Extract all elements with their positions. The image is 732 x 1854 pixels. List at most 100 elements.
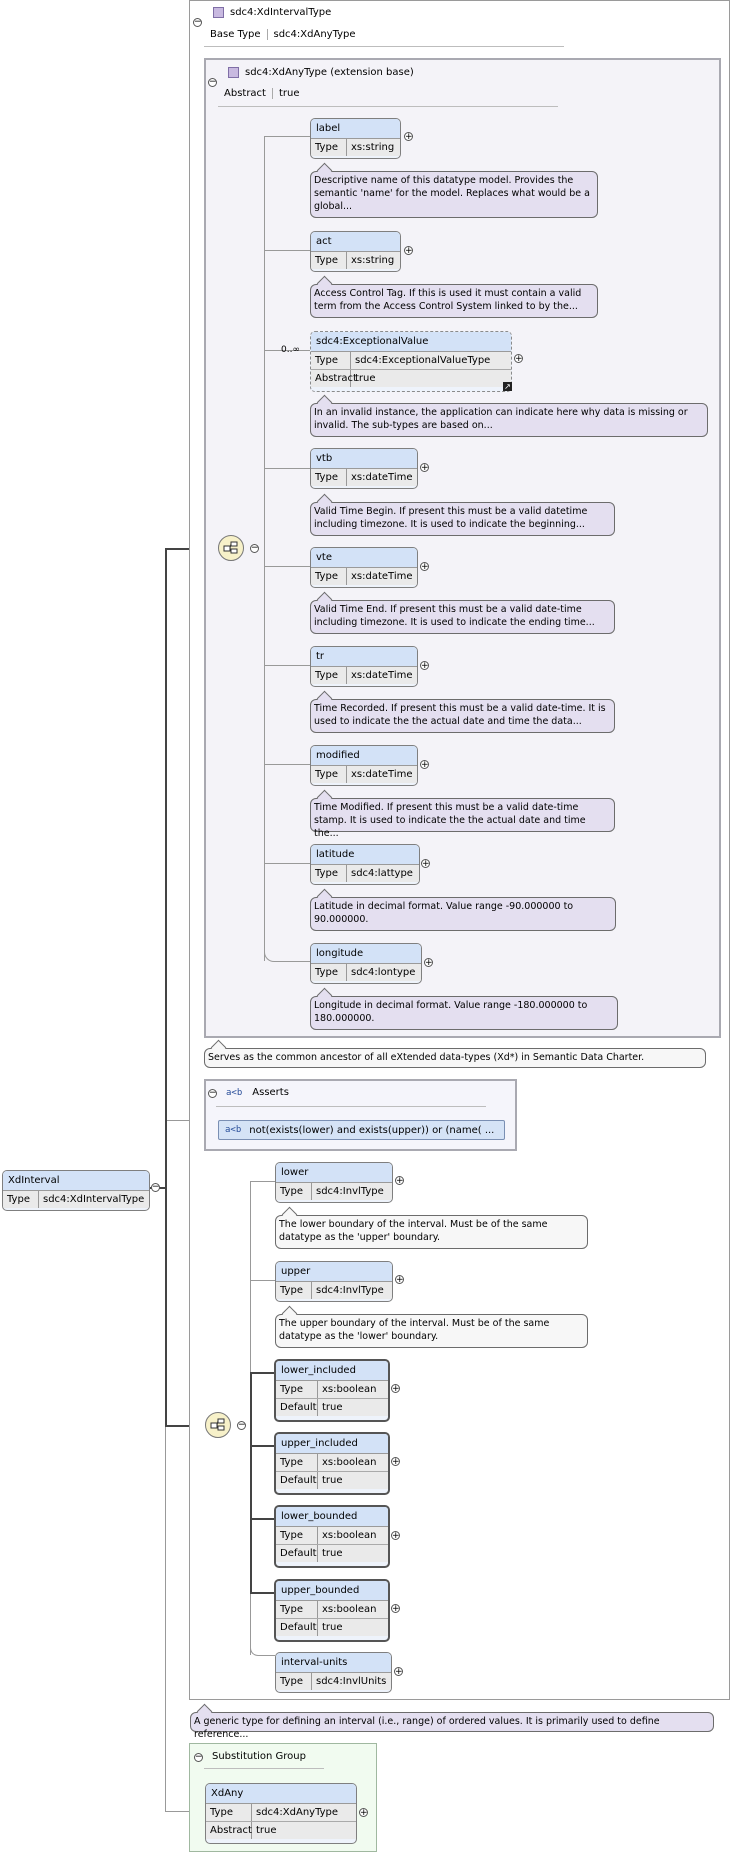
expand-icon[interactable]: +	[395, 1275, 404, 1285]
type-key: Type	[276, 1282, 312, 1299]
expand-icon[interactable]: +	[514, 354, 523, 364]
abstract-key: Abstract	[218, 88, 273, 99]
element-name: vtb	[311, 449, 417, 469]
default-key: Default	[276, 1472, 318, 1489]
root-element-name: XdInterval	[3, 1171, 149, 1191]
expand-icon[interactable]: +	[404, 132, 413, 142]
assert-item[interactable]: a<b not(exists(lower) and exists(upper))…	[218, 1120, 505, 1140]
default-value: true	[322, 1548, 343, 1559]
element-vte[interactable]: vte Type xs:dateTime	[310, 547, 418, 588]
doc-text: The upper boundary of the interval. Must…	[279, 1318, 550, 1342]
interval-type-collapse-icon[interactable]: −	[193, 17, 202, 27]
sequence-compositor-icon[interactable]	[205, 1412, 231, 1438]
default-key: Default	[276, 1545, 318, 1562]
abstract-value: true	[256, 1825, 277, 1836]
default-value: true	[322, 1622, 343, 1633]
element-documentation: In an invalid instance, the application …	[310, 394, 708, 437]
complex-type-icon	[213, 7, 224, 18]
element-documentation: Access Control Tag. If this is used it m…	[310, 275, 598, 318]
asserts-collapse-icon[interactable]: −	[208, 1088, 217, 1098]
element-documentation: Valid Time Begin. If present this must b…	[310, 493, 615, 536]
element-name: modified	[311, 746, 417, 766]
sequence-collapse-icon[interactable]: −	[250, 543, 259, 553]
type-value: xs:boolean	[322, 1457, 377, 1468]
substitution-link-icon[interactable]: ↗	[503, 382, 512, 391]
root-type-key: Type	[3, 1191, 39, 1208]
type-value: xs:boolean	[322, 1530, 377, 1541]
any-type-collapse-icon[interactable]: −	[208, 77, 217, 87]
doc-text: Time Modified. If present this must be a…	[314, 802, 586, 839]
root-element-xdinterval[interactable]: XdInterval Type sdc4:XdIntervalType	[2, 1170, 150, 1211]
element-documentation: Descriptive name of this datatype model.…	[310, 162, 598, 218]
type-key: Type	[311, 766, 347, 783]
root-collapse-icon[interactable]: −	[151, 1182, 160, 1192]
element-name: lower	[276, 1163, 392, 1183]
type-value: xs:dateTime	[351, 571, 413, 582]
doc-text: The lower boundary of the interval. Must…	[279, 1219, 548, 1243]
expand-icon[interactable]: +	[391, 1531, 400, 1541]
type-key: Type	[276, 1183, 312, 1200]
type-value: sdc4:XdAnyType	[256, 1807, 339, 1818]
doc-text: A generic type for defining an interval …	[194, 1716, 660, 1740]
expand-icon[interactable]: +	[421, 859, 430, 869]
any-type-panel	[204, 58, 721, 1038]
occurrence-label: 0..∞	[281, 345, 300, 355]
expand-icon[interactable]: +	[420, 562, 429, 572]
abstract-key: Abstract	[311, 370, 357, 387]
element-documentation: Time Recorded. If present this must be a…	[310, 690, 615, 733]
expand-icon[interactable]: +	[391, 1457, 400, 1467]
element-documentation: The upper boundary of the interval. Must…	[275, 1305, 588, 1348]
expand-icon[interactable]: +	[420, 463, 429, 473]
expand-icon[interactable]: +	[424, 958, 433, 968]
element-latitude[interactable]: latitude Type sdc4:lattype	[310, 844, 420, 885]
element-name: upper	[276, 1262, 392, 1282]
abstract-key: Abstract	[206, 1822, 252, 1839]
type-key: Type	[311, 469, 347, 486]
type-key: Type	[311, 865, 347, 882]
type-value: xs:boolean	[322, 1604, 377, 1615]
substitution-collapse-icon[interactable]: −	[194, 1752, 203, 1762]
interval-base-type: Base Type sdc4:XdAnyType	[204, 29, 362, 40]
type-value: xs:boolean	[322, 1384, 377, 1395]
doc-text: Latitude in decimal format. Value range …	[314, 901, 574, 925]
type-value: sdc4:lattype	[351, 868, 413, 879]
element-name: sdc4:ExceptionalValue	[311, 332, 511, 352]
expand-icon[interactable]: +	[394, 1667, 403, 1677]
element-vtb[interactable]: vtb Type xs:dateTime	[310, 448, 418, 489]
expand-icon[interactable]: +	[420, 760, 429, 770]
base-type-value: sdc4:XdAnyType	[273, 29, 356, 40]
element-name: vte	[311, 548, 417, 568]
expand-icon[interactable]: +	[359, 1808, 368, 1818]
expand-icon[interactable]: +	[391, 1384, 400, 1394]
type-value: xs:string	[351, 142, 395, 153]
sequence-collapse-icon[interactable]: −	[237, 1420, 246, 1430]
default-key: Default	[276, 1619, 318, 1636]
type-key: Type	[311, 568, 347, 585]
expand-icon[interactable]: +	[391, 1604, 400, 1614]
type-value: xs:dateTime	[351, 472, 413, 483]
abstract-value: true	[278, 88, 300, 99]
expand-icon[interactable]: +	[404, 246, 413, 256]
element-name: latitude	[311, 845, 419, 865]
expand-icon[interactable]: +	[395, 1176, 404, 1186]
type-key: Type	[311, 252, 347, 269]
type-key: Type	[206, 1804, 252, 1821]
assert-expression: not(exists(lower) and exists(upper)) or …	[249, 1124, 495, 1136]
expand-icon[interactable]: +	[420, 661, 429, 671]
sequence-compositor-icon[interactable]	[218, 535, 244, 561]
root-type-value: sdc4:XdIntervalType	[43, 1194, 145, 1205]
